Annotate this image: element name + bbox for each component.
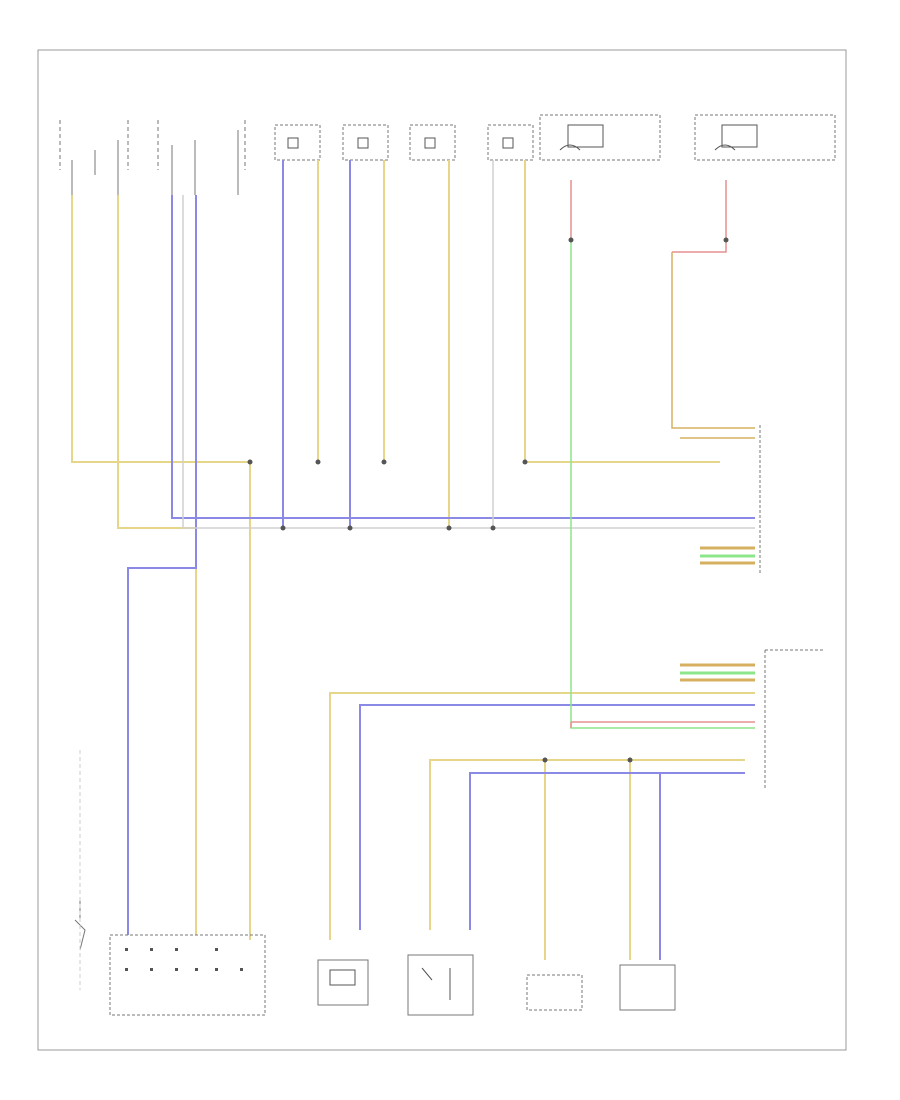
component-bottom-3 [407, 954, 474, 1016]
wire-green [570, 240, 755, 729]
control-module-bottom [109, 934, 266, 1016]
wire-short-stubs [680, 546, 755, 682]
component-bottom-4 [526, 974, 583, 1011]
fuse-box-2 [694, 114, 836, 161]
switch-box-3 [409, 124, 456, 161]
wire-orange [671, 252, 755, 439]
component-top-left-2 [157, 120, 246, 195]
component-bottom-2 [317, 959, 369, 1006]
diagram-border [37, 49, 847, 1051]
wire-gray-group [182, 160, 755, 529]
fuse-box-1 [539, 114, 661, 161]
component-bottom-5 [619, 964, 676, 1011]
switch-box-1 [274, 124, 321, 161]
junction-dots [247, 237, 729, 763]
wire-blue-group [127, 160, 755, 960]
component-bottom-left [74, 750, 86, 990]
component-top-left-1 [59, 120, 129, 195]
switch-box-2 [342, 124, 389, 161]
connector-lower-right [764, 649, 825, 790]
switch-box-4 [487, 124, 534, 161]
wire-red [570, 180, 755, 728]
wire-yellow-group [71, 160, 755, 960]
